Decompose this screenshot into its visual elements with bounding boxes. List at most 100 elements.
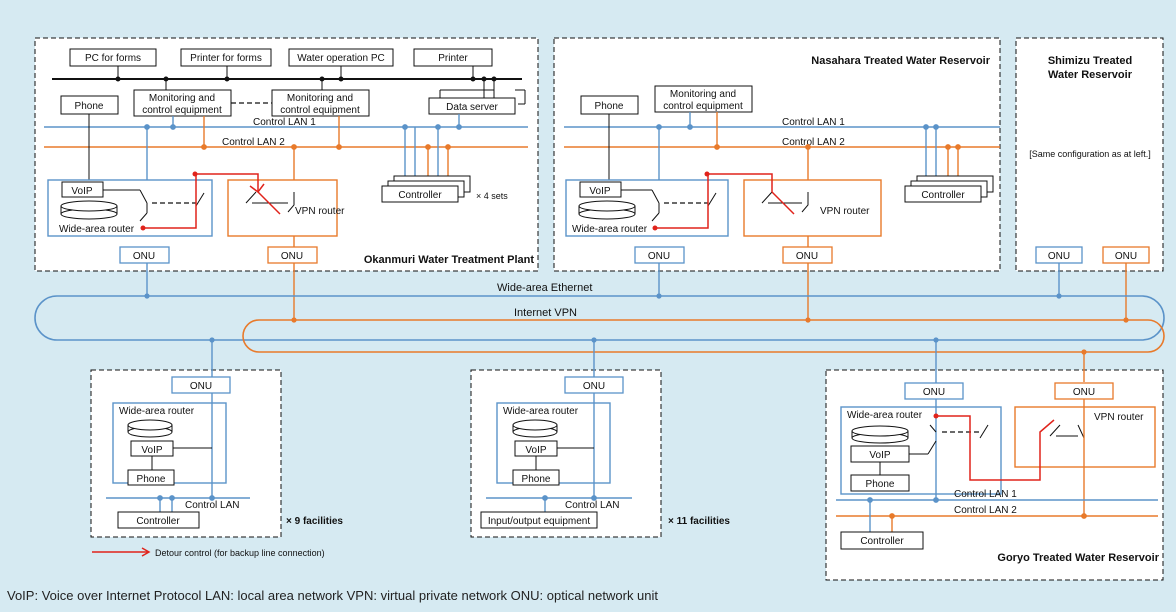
- voip-x9: VoIP: [130, 440, 174, 457]
- svg-text:Monitoring and: Monitoring and: [670, 89, 736, 100]
- facility-box-x11: [470, 369, 662, 538]
- svg-text:Control LAN 2: Control LAN 2: [782, 137, 845, 148]
- voip-nasahara: VoIP: [579, 181, 622, 198]
- vpn-router-okanmuri: [227, 179, 338, 237]
- svg-text:Data server: Data server: [446, 102, 498, 113]
- svg-text:Wide-area router: Wide-area router: [572, 224, 648, 235]
- phone-x11: Phone: [512, 469, 560, 486]
- svg-text:ONU: ONU: [190, 381, 212, 392]
- onu-facility-x11: ONU: [564, 376, 624, 394]
- shimizu-note: [Same configuration as at left.]: [1029, 149, 1151, 159]
- svg-text:Control LAN 1: Control LAN 1: [782, 117, 845, 128]
- monitoring-control-equipment-2: Monitoring and control equipment: [271, 89, 370, 117]
- svg-text:Input/output equipment: Input/output equipment: [488, 516, 591, 527]
- svg-text:Wide-area router: Wide-area router: [119, 406, 195, 417]
- svg-text:ONU: ONU: [133, 251, 155, 262]
- svg-text:Phone: Phone: [595, 101, 624, 112]
- vpn-router-goryo: [1014, 406, 1156, 468]
- okanmuri-site-title: Okanmuri Water Treatment Plant: [364, 254, 534, 266]
- svg-text:Water operation PC: Water operation PC: [297, 53, 384, 64]
- svg-text:ONU: ONU: [1048, 251, 1070, 262]
- control-lan1-label: Control LAN 1: [253, 117, 316, 128]
- svg-text:Monitoring and: Monitoring and: [149, 93, 215, 104]
- svg-text:Phone: Phone: [137, 474, 166, 485]
- x4-sets-label: × 4 sets: [476, 191, 508, 201]
- svg-text:Controller: Controller: [860, 536, 904, 547]
- pc-for-forms: PC for forms: [69, 48, 157, 67]
- wide-area-router-goryo: [840, 406, 1002, 495]
- svg-text:control equipment: control equipment: [280, 105, 360, 116]
- svg-text:Phone: Phone: [866, 479, 895, 490]
- x9-facilities-label: × 9 facilities: [286, 516, 343, 527]
- onu-nasahara-1: ONU: [634, 246, 685, 264]
- voip-goryo: VoIP: [850, 445, 910, 463]
- x11-facilities-label: × 11 facilities: [668, 516, 730, 527]
- onu-okanmuri-1: ONU: [119, 246, 170, 264]
- svg-text:Control LAN: Control LAN: [565, 500, 619, 511]
- facility-box-x9: [90, 369, 282, 538]
- onu-nasahara-2: ONU: [782, 246, 833, 264]
- svg-text:Control LAN: Control LAN: [185, 500, 239, 511]
- svg-text:ONU: ONU: [281, 251, 303, 262]
- controller-stack-nasahara: Controller: [904, 175, 994, 203]
- wide-area-router-okanmuri: [47, 179, 213, 237]
- svg-text:Detour control (for backup lin: Detour control (for backup line connecti…: [155, 548, 325, 558]
- svg-text:ONU: ONU: [796, 251, 818, 262]
- svg-text:Phone: Phone: [75, 101, 104, 112]
- controller-goryo: Controller: [840, 531, 924, 550]
- wide-area-router-nasahara: [565, 179, 729, 237]
- abbreviation-legend: VoIP: Voice over Internet Protocol LAN: …: [7, 588, 659, 603]
- svg-text:Printer: Printer: [438, 53, 468, 64]
- input-output-equipment: Input/output equipment: [480, 511, 598, 529]
- svg-text:Wide-area router: Wide-area router: [59, 224, 135, 235]
- data-server: Data server: [428, 97, 516, 115]
- svg-text:VPN router: VPN router: [1094, 412, 1144, 423]
- nasahara-site-title: Nasahara Treated Water Reservoir: [811, 55, 990, 67]
- onu-okanmuri-2: ONU: [267, 246, 318, 264]
- wide-area-ethernet-label: Wide-area Ethernet: [497, 282, 592, 294]
- wide-area-ethernet-ring: [34, 295, 1165, 341]
- monitoring-control-equipment-nasahara: Monitoring and control equipment: [654, 85, 753, 113]
- voip-x11: VoIP: [514, 440, 558, 457]
- svg-text:ONU: ONU: [1073, 387, 1095, 398]
- svg-text:Control LAN 1: Control LAN 1: [954, 489, 1017, 500]
- svg-text:ONU: ONU: [1115, 251, 1137, 262]
- onu-shimizu-1: ONU: [1035, 246, 1083, 264]
- svg-text:Controller: Controller: [921, 190, 965, 201]
- control-lan2-label: Control LAN 2: [222, 137, 285, 148]
- goryo-site-title: Goryo Treated Water Reservoir: [997, 552, 1159, 564]
- svg-text:ONU: ONU: [583, 381, 605, 392]
- svg-text:VoIP: VoIP: [589, 186, 610, 197]
- phone-nasahara: Phone: [580, 95, 639, 115]
- svg-text:control equipment: control equipment: [142, 105, 222, 116]
- controller-x9: Controller: [117, 511, 200, 529]
- monitoring-control-equipment-1: Monitoring and control equipment: [133, 89, 232, 117]
- onu-goryo-2: ONU: [1054, 382, 1114, 400]
- internet-vpn-ring: [242, 319, 1165, 353]
- detour-path-goryo: [936, 415, 1055, 481]
- svg-text:VoIP: VoIP: [525, 445, 546, 456]
- svg-text:Control LAN 2: Control LAN 2: [954, 505, 1017, 516]
- printer: Printer: [413, 48, 493, 67]
- svg-text:ONU: ONU: [923, 387, 945, 398]
- phone-goryo: Phone: [850, 474, 910, 492]
- svg-text:Controller: Controller: [398, 190, 442, 201]
- detour-legend: Detour control (for backup line connecti…: [92, 547, 325, 558]
- svg-text:VoIP: VoIP: [141, 445, 162, 456]
- shimizu-title-line1: Shimizu Treated: [1048, 55, 1132, 67]
- shimizu-site-box: [1015, 37, 1164, 272]
- svg-text:VoIP: VoIP: [71, 186, 92, 197]
- svg-text:VPN router: VPN router: [820, 206, 870, 217]
- vpn-router-nasahara: [743, 179, 882, 237]
- svg-text:Wide-area router: Wide-area router: [847, 410, 923, 421]
- water-operation-pc: Water operation PC: [288, 48, 394, 67]
- printer-for-forms: Printer for forms: [180, 48, 272, 67]
- svg-text:Wide-area router: Wide-area router: [503, 406, 579, 417]
- svg-text:Monitoring and: Monitoring and: [287, 93, 353, 104]
- svg-text:PC for forms: PC for forms: [85, 53, 141, 64]
- internet-vpn-label: Internet VPN: [514, 307, 577, 319]
- svg-text:VPN router: VPN router: [295, 206, 345, 217]
- svg-text:Controller: Controller: [136, 516, 180, 527]
- onu-facility-x9: ONU: [171, 376, 231, 394]
